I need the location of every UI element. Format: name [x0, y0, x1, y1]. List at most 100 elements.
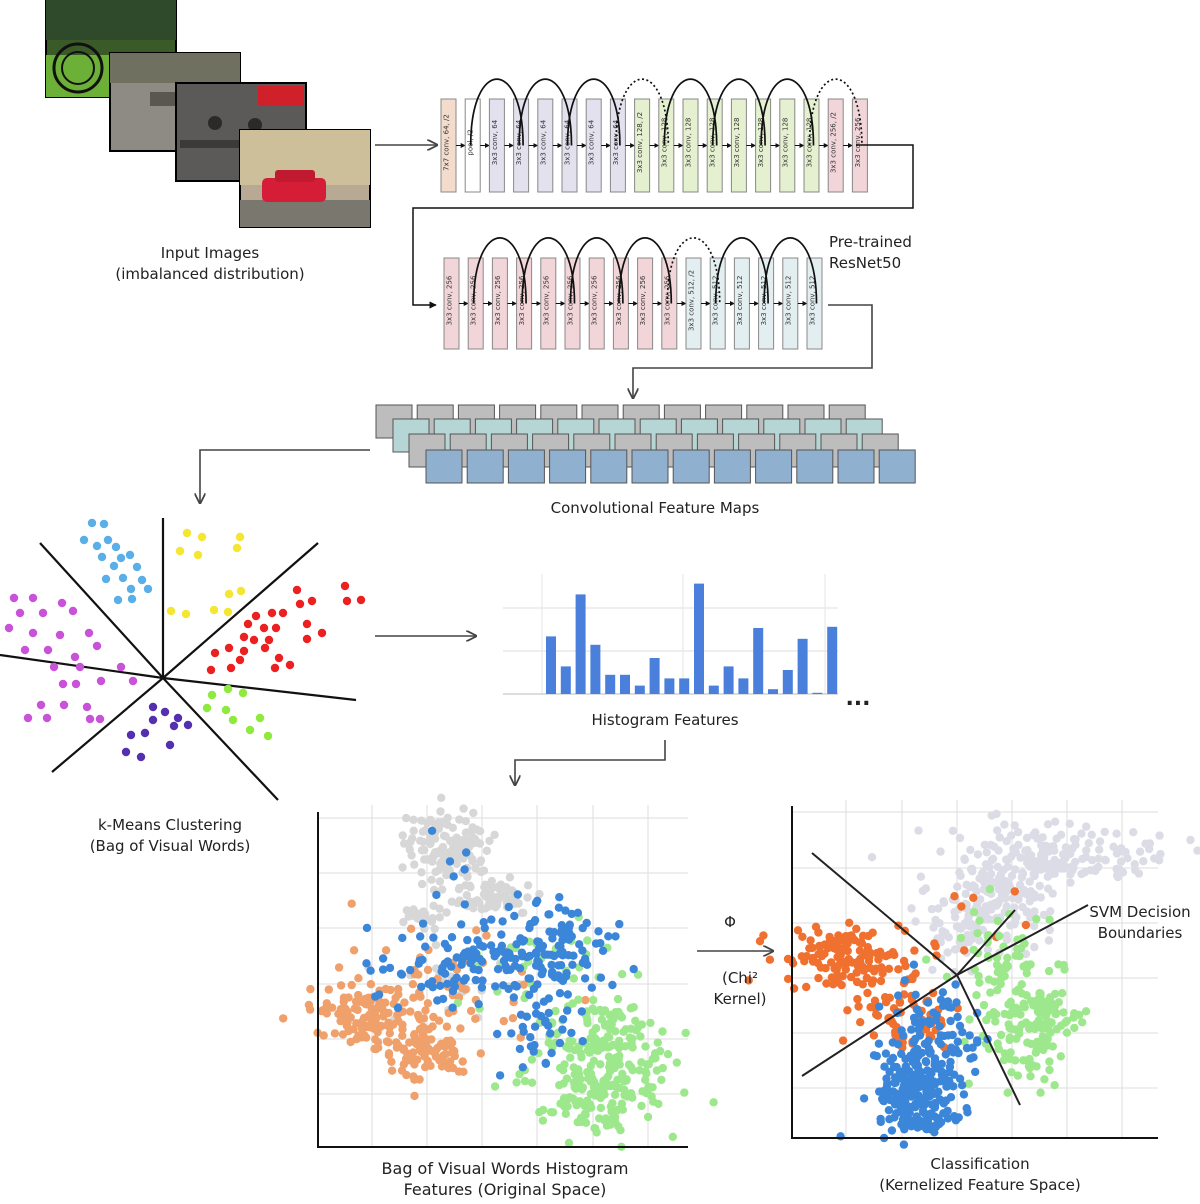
bovw-label-line2: Features (Original Space): [403, 1180, 607, 1199]
classification-scatter-points: [744, 809, 1200, 1149]
resnet-row2-layer-label: 3x3 conv, 256: [639, 275, 647, 325]
resnet-row2-layer-label: 3x3 conv, 256: [663, 275, 671, 325]
kmeans-cluster-yellow: [166, 528, 246, 619]
histogram-bar-5: [620, 674, 630, 694]
resnet-row1-layer-label: 3x3 conv, 128: [781, 118, 789, 168]
classification-scatter-plot: [744, 800, 1200, 1149]
resnet-row1-layer-16: 3x3 conv, 256, /2: [827, 98, 844, 193]
histogram-bar-8: [664, 678, 675, 694]
input-photo-car: [239, 129, 371, 228]
kmeans-clusters: [4, 518, 366, 762]
histogram-bar-9: [679, 678, 690, 694]
phi-label: Φ: [724, 913, 736, 931]
resnet-row2-layer-label: 3x3 conv, 512, /2: [688, 270, 696, 331]
feature-map-tile: [672, 449, 710, 484]
histogram-bar-4: [605, 674, 616, 694]
histogram-chart: [503, 574, 838, 695]
classification-label-line1: Classification: [930, 1155, 1030, 1173]
bovw-label: Bag of Visual Words Histogram Features (…: [345, 1158, 665, 1200]
bovw-points-blue: [362, 826, 638, 1080]
input-images-stack: [45, 0, 371, 228]
resnet-row2-layer-4: 3x3 conv, 256: [540, 257, 557, 350]
resnet-row1-layer-label: 3x3 conv, 128: [733, 118, 741, 168]
resnet-row2-layer-14: 3x3 conv, 512: [782, 257, 799, 350]
resnet-row2-layer-label: 3x3 conv, 512: [809, 276, 817, 326]
classification-points-blue: [836, 960, 992, 1149]
bovw-scatter-plot: [279, 793, 718, 1152]
resnet-row2-layer-label: 3x3 conv, 256: [542, 275, 550, 325]
classification-label: Classification (Kernelized Feature Space…: [855, 1154, 1105, 1196]
histogram-bar-3: [590, 644, 601, 694]
histogram-bar-10: [694, 583, 704, 694]
resnet-row1-skip-connection: [566, 78, 621, 146]
histogram-bar-0: [546, 636, 556, 694]
resnet-row1-layer-10: 3x3 conv, 128: [682, 98, 699, 193]
resnet-row1-layer-8: 3x3 conv, 128, /2: [634, 98, 651, 193]
kmeans-lines: [0, 518, 357, 801]
resnet-row2-layer-12: 3x3 conv, 512: [733, 257, 750, 350]
resnet-row1-layer-label: 3x3 conv, 64: [612, 119, 620, 165]
input-images-title: Input Images: [160, 244, 260, 262]
histogram-bar-18: [812, 692, 823, 694]
resnet-row1-layer-12: 3x3 conv, 128: [730, 98, 747, 193]
svm-label-line1: SVM Decision: [1089, 903, 1191, 921]
resnet-row1-layer-6: 3x3 conv, 64: [585, 98, 602, 193]
resnet-label-line2: ResNet50: [829, 254, 902, 272]
resnet-row1-layer-label: 3x3 conv, 256: [854, 117, 862, 167]
feature-map-tile: [837, 449, 875, 484]
resnet-row1-layer-4: 3x3 conv, 64: [537, 98, 554, 193]
histogram-bar-15: [768, 689, 778, 694]
input-images-subtitle: (imbalanced distribution): [115, 265, 305, 283]
resnet-row-connector: [412, 144, 914, 309]
kmeans-cluster-indigo: [121, 702, 193, 762]
arrow-feature-maps-to-kmeans: [200, 449, 370, 503]
bovw-points-gray: [364, 793, 544, 1024]
histogram-label: Histogram Features: [591, 711, 739, 729]
chi-kernel-label: (Chi² Kernel): [700, 968, 780, 1010]
resnet-row1-skip-connection: [615, 78, 670, 146]
kmeans-cluster-red: [206, 581, 366, 675]
resnet-row1-layer-label: 3x3 conv, 128: [685, 118, 693, 168]
feature-map-tile: [796, 449, 834, 484]
bovw-label-line1: Bag of Visual Words Histogram: [381, 1159, 629, 1178]
feature-map-tile: [713, 449, 751, 484]
resnet-row2-layer-label: 3x3 conv, 256: [494, 275, 502, 325]
chi-kernel-line2: Kernel): [713, 990, 767, 1008]
kmeans-label: k-Means Clustering (Bag of Visual Words): [60, 815, 280, 857]
histogram-bars: [546, 583, 838, 694]
resnet-row2-layer-label: 3x3 conv, 256: [446, 275, 454, 325]
resnet-row2-layer-2: 3x3 conv, 256: [491, 257, 508, 350]
kmeans-cluster-green: [202, 684, 273, 741]
histogram-ellipsis: ...: [845, 686, 871, 711]
resnet-row1-layer-label: 3x3 conv, 64: [588, 119, 596, 165]
resnet-row2-layer-6: 3x3 conv, 256: [588, 257, 605, 350]
resnet-row1-layer-2: 3x3 conv, 64: [488, 98, 505, 193]
feature-map-tile: [878, 449, 916, 484]
feature-maps-stack: [375, 404, 916, 484]
chi-kernel-line1: (Chi²: [721, 969, 758, 987]
kmeans-label-line1: k-Means Clustering: [98, 816, 242, 834]
resnet-row2-layer-label: 3x3 conv, 512: [736, 276, 744, 326]
classification-scatter-axes: [791, 806, 1158, 1139]
feature-map-tile: [549, 449, 587, 484]
resnet-row1-layer-label: 3x3 conv, 64: [491, 119, 499, 165]
histogram-bar-6: [634, 685, 645, 694]
resnet-row1-layer-label: 7x7 conv, 64, /2: [443, 114, 451, 171]
feature-map-tile: [507, 449, 545, 484]
bovw-points-green: [453, 912, 718, 1152]
resnet-label: Pre-trained ResNet50: [829, 232, 949, 274]
resnet-label-line1: Pre-trained: [829, 233, 912, 251]
resnet-row2-layer-15: 3x3 conv, 512: [806, 257, 823, 350]
resnet-row1-skip-connection: [808, 78, 863, 146]
feature-map-tile: [466, 449, 504, 484]
svm-decision-boundaries: [801, 852, 1089, 1106]
bovw-scatter-axes: [317, 812, 688, 1148]
arrow-histogram-to-bovw: [515, 740, 666, 785]
input-photo-bicycle: [45, 0, 177, 98]
kmeans-cluster-magenta: [4, 593, 138, 724]
svm-label-line2: Boundaries: [1097, 924, 1183, 942]
classification-label-line2: (Kernelized Feature Space): [879, 1176, 1081, 1194]
feature-map-tile: [590, 449, 628, 484]
svm-label: SVM Decision Boundaries: [1080, 902, 1200, 944]
